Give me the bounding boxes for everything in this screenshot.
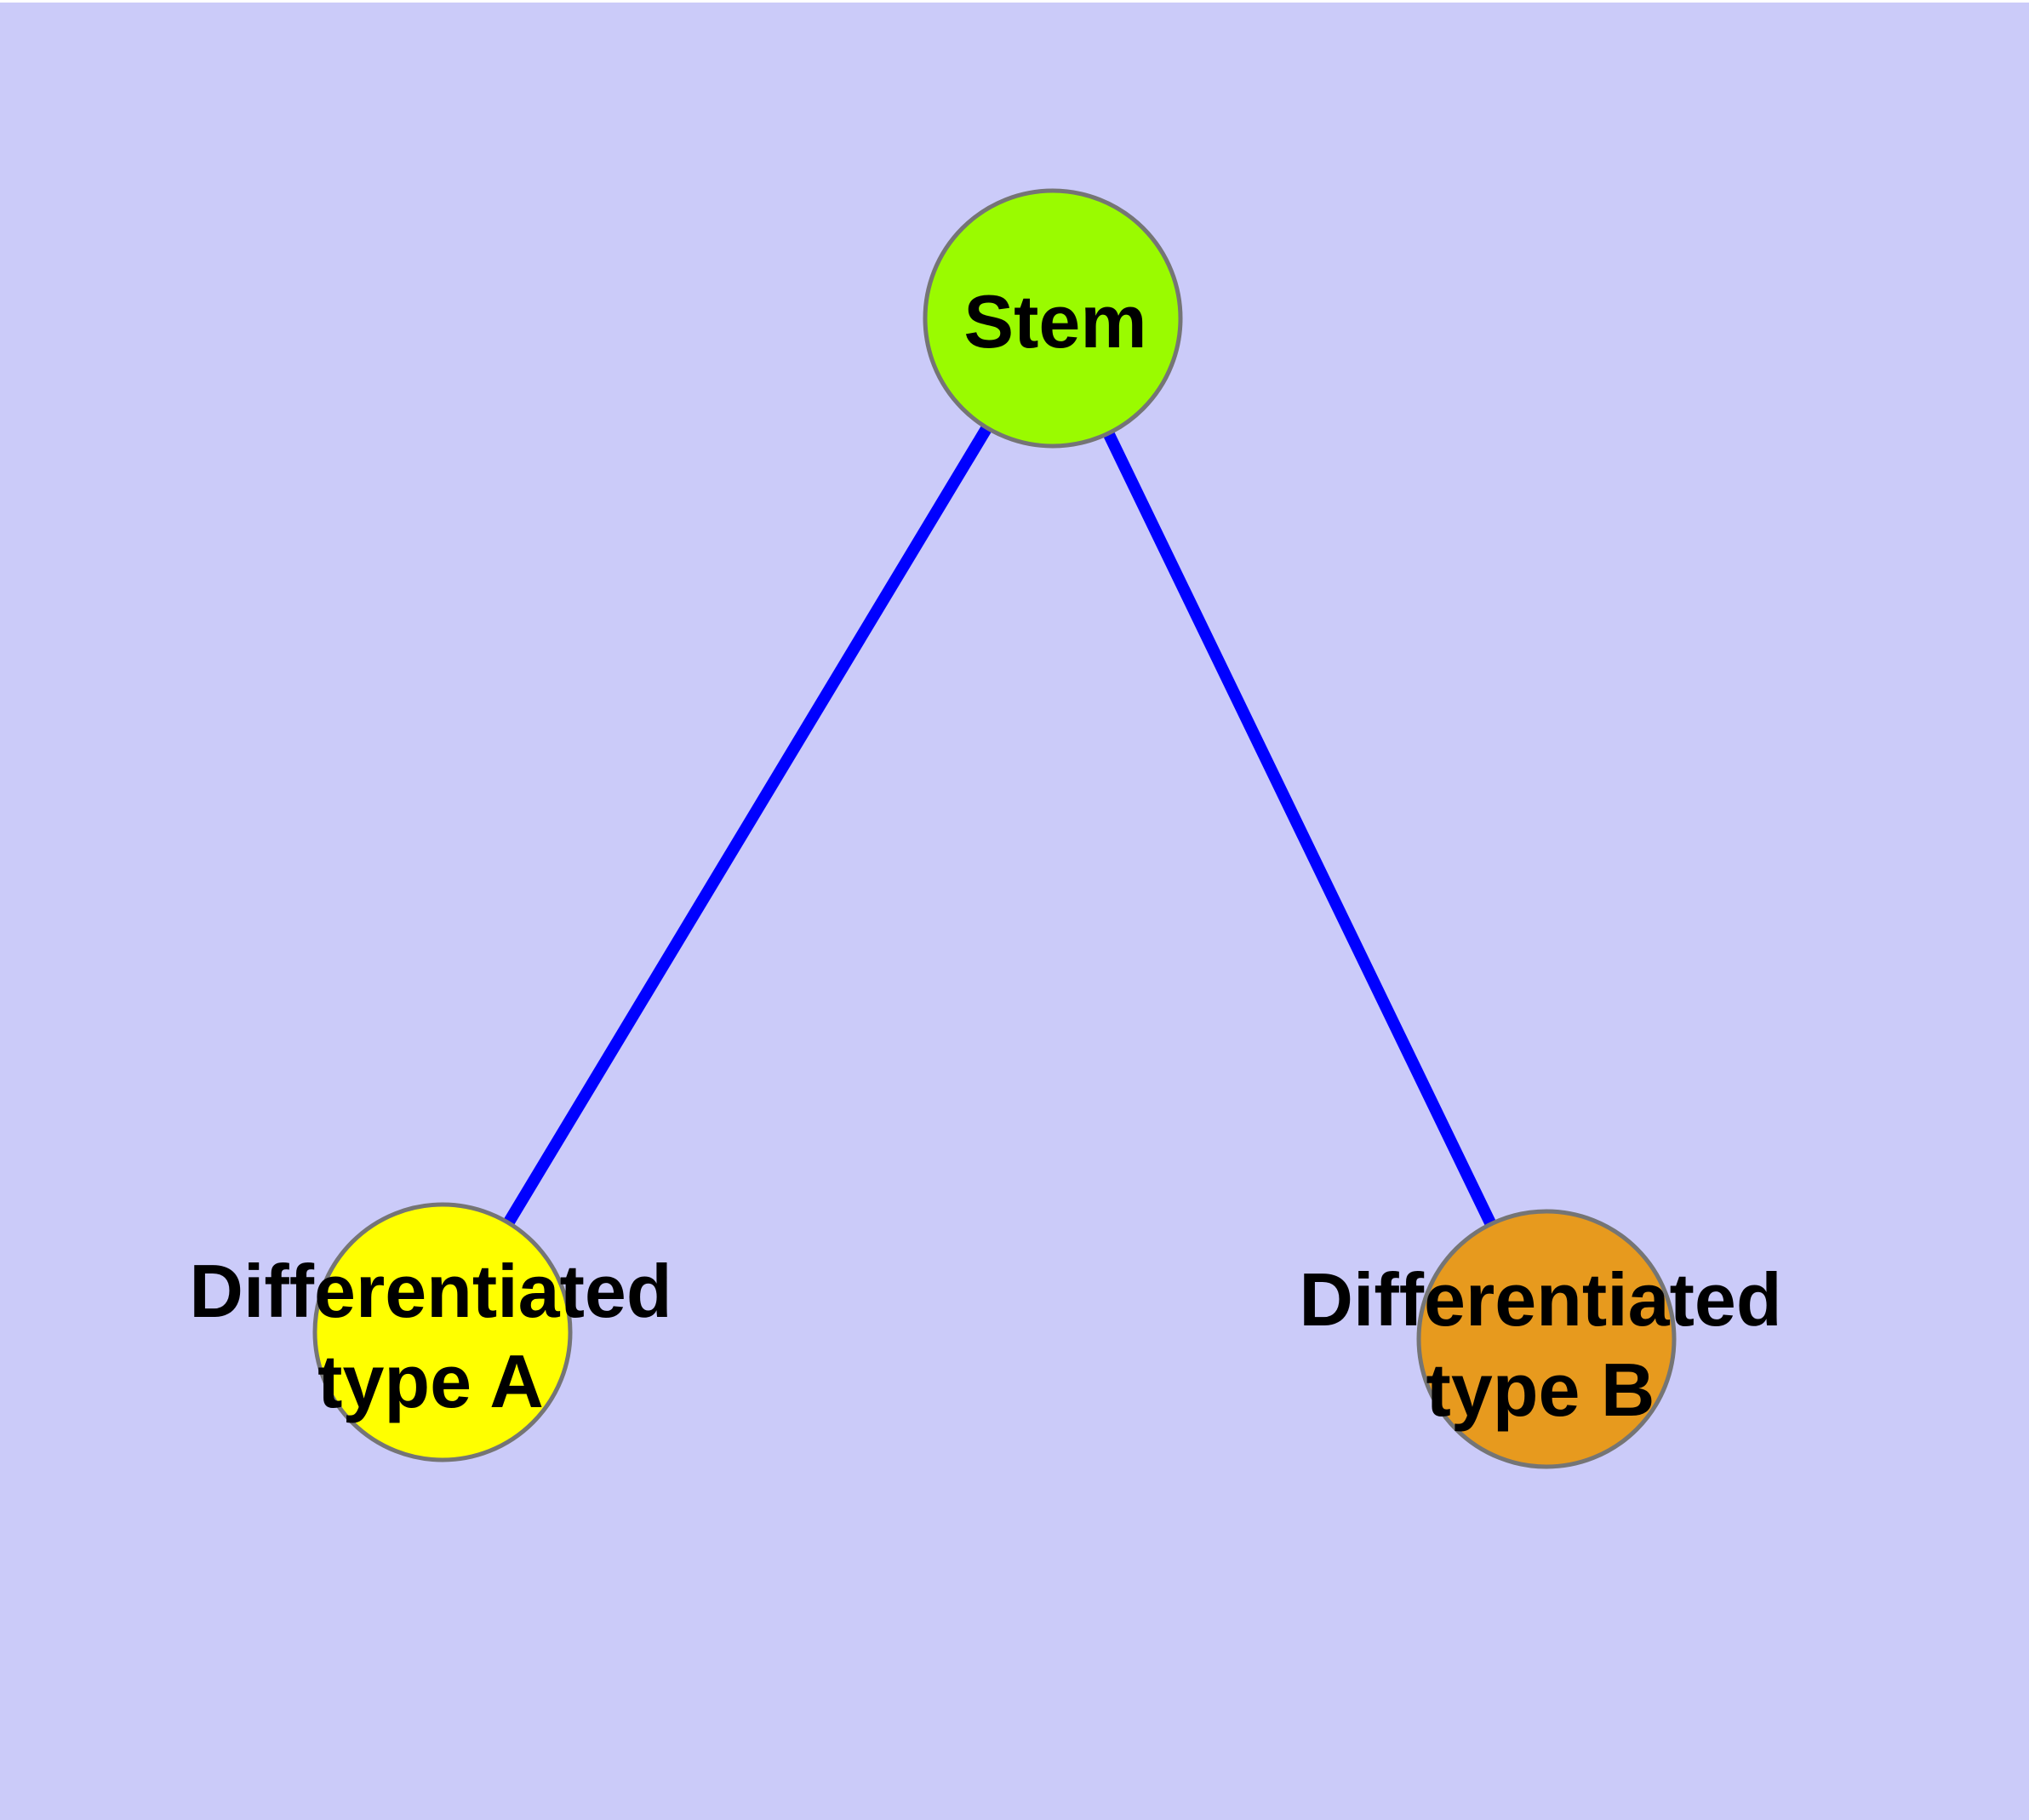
node-label-type-a: Differentiated type A <box>189 1246 672 1427</box>
node-label-type-b-line-2: type B <box>1426 1348 1655 1432</box>
node-stem <box>925 191 1180 446</box>
node-type-a <box>315 1205 570 1460</box>
node-label-type-a-line-2: type A <box>317 1339 544 1423</box>
node-type-b-border <box>1416 1209 1677 1469</box>
edge-stem-to-type-a <box>437 315 1058 1336</box>
edge-stem-to-type-b <box>1047 315 1552 1342</box>
node-label-type-b: Differentiated type B <box>1299 1255 1781 1435</box>
node-label-type-b-line-1: Differentiated <box>1299 1257 1782 1342</box>
node-label-stem: Stem <box>963 277 1146 367</box>
top-border-strip <box>0 0 2029 3</box>
node-label-stem-text: Stem <box>963 279 1147 363</box>
node-label-type-a-line-1: Differentiated <box>189 1249 672 1333</box>
node-type-a-border <box>312 1202 573 1462</box>
node-type-b <box>1419 1211 1674 1467</box>
node-stem-border <box>923 188 1183 449</box>
